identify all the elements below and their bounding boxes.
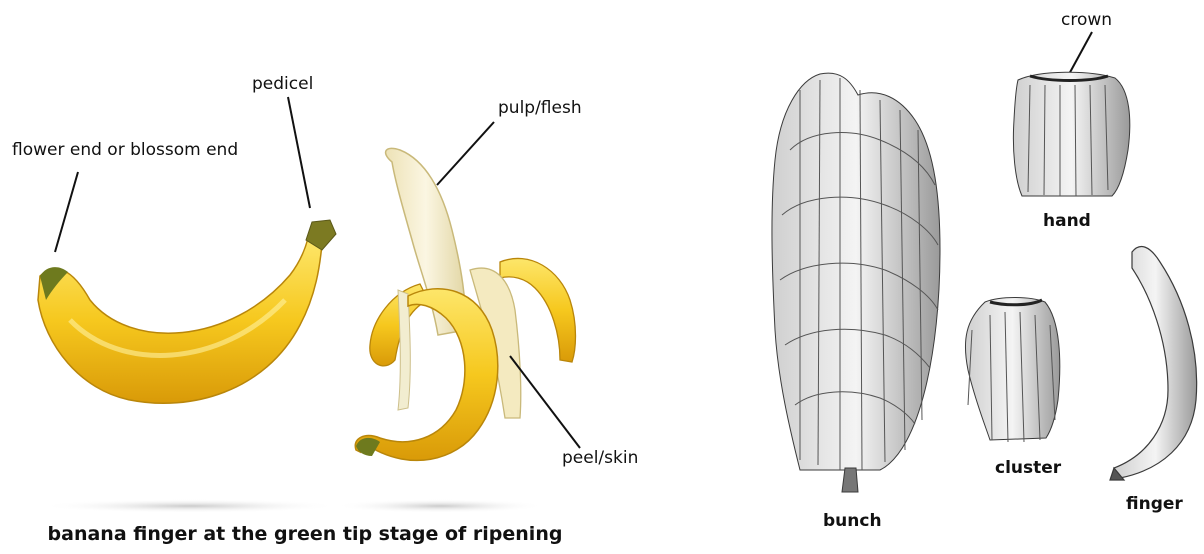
label-crown: crown bbox=[1061, 10, 1112, 30]
label-peel: peel/skin bbox=[562, 448, 638, 468]
label-bunch: bunch bbox=[823, 511, 882, 531]
shadow-whole-banana bbox=[40, 499, 340, 513]
label-pedicel: pedicel bbox=[252, 74, 313, 94]
label-finger: finger bbox=[1126, 494, 1183, 514]
hand-sketch bbox=[1013, 72, 1129, 196]
leader-crown bbox=[1068, 32, 1092, 76]
label-hand: hand bbox=[1043, 211, 1091, 231]
label-flower-end: flower end or blossom end bbox=[12, 140, 238, 160]
leader-pulp bbox=[437, 122, 494, 185]
label-cluster: cluster bbox=[995, 458, 1061, 478]
finger-sketch bbox=[1110, 247, 1197, 480]
leader-flower-end bbox=[55, 172, 78, 252]
whole-banana bbox=[38, 220, 336, 403]
shadow-peeled-banana bbox=[335, 499, 545, 513]
caption: banana finger at the green tip stage of … bbox=[0, 523, 610, 545]
leader-pedicel bbox=[288, 97, 310, 208]
bunch-sketch bbox=[772, 73, 940, 492]
cluster-sketch bbox=[965, 298, 1059, 443]
peeled-banana bbox=[355, 148, 575, 460]
label-pulp: pulp/flesh bbox=[498, 98, 582, 118]
